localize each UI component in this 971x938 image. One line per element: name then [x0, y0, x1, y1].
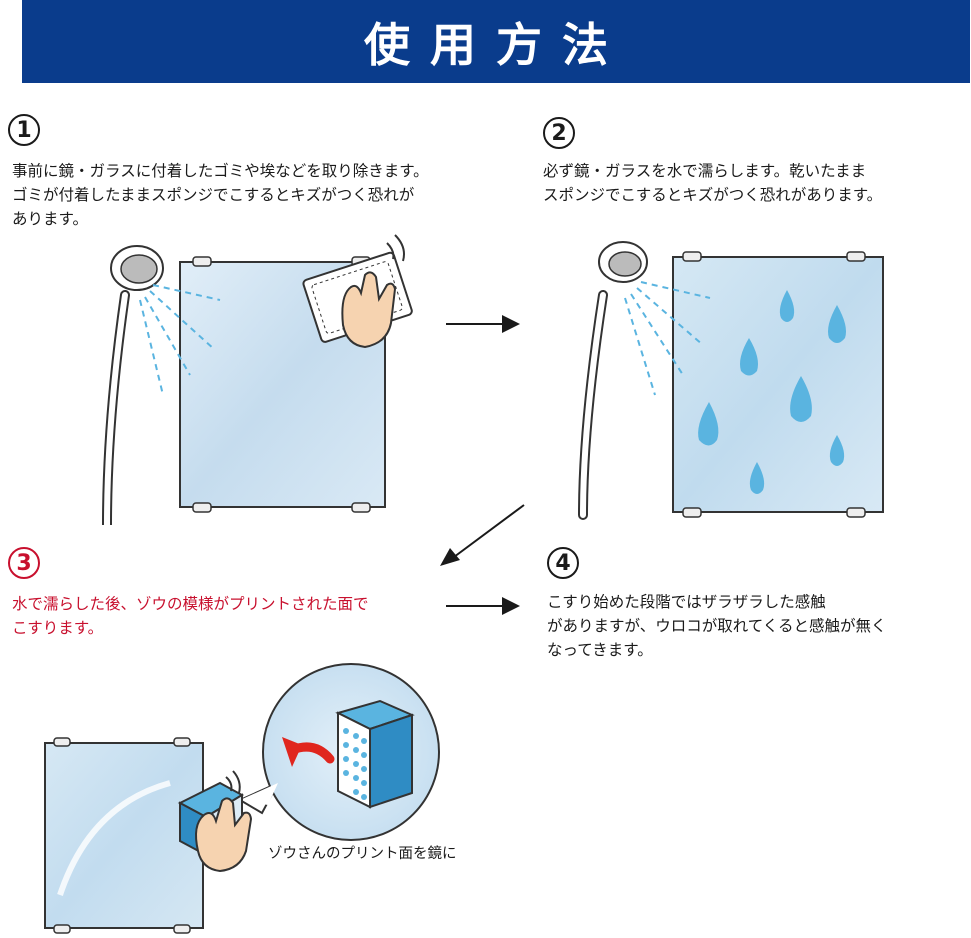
step-1-illustration: [102, 234, 413, 525]
sponge-hand-icon: [177, 770, 253, 873]
shower-head-icon: [102, 245, 164, 525]
step-2-illustration: [578, 241, 884, 520]
step-4-text: こすり始めた段階ではザラザラした感触 がありますが、ウロコが取れてくると感触が無…: [547, 593, 887, 659]
step-3-text: 水で濡らした後、ゾウの模様がプリントされた面で こすります。: [12, 595, 369, 637]
arrow-right-icon: [446, 597, 520, 615]
water-spray: [624, 281, 711, 396]
water-spray: [139, 284, 221, 396]
mirror-shape: [44, 742, 204, 929]
cloth-hand-icon: [302, 234, 413, 349]
step-3-illustration: [44, 663, 440, 934]
arrow-diagonal-icon: [440, 504, 525, 566]
water-drop-icon: [698, 290, 846, 494]
step-1-text: 事前に鏡・ガラスに付着したゴミや埃などを取り除きます。 ゴミが付着したままスポン…: [12, 162, 429, 228]
page-title: 使用方法: [364, 17, 628, 72]
arrow-right-icon: [446, 315, 520, 333]
zoom-caption: ゾウさんのプリント面を鏡に: [268, 846, 457, 862]
shower-head-icon: [578, 241, 648, 520]
step-1-number: 1: [8, 114, 40, 146]
header-banner: 使用方法: [22, 0, 970, 83]
step-2-text: 必ず鏡・ガラスを水で濡らします。乾いたまま スポンジでこするとキズがつく恐れがあ…: [543, 162, 883, 204]
mirror-shape: [672, 256, 884, 513]
step-2-number: 2: [543, 117, 575, 149]
step-3-number: 3: [8, 547, 40, 579]
sponge-print-icon: [335, 699, 415, 809]
step-4-number: 4: [547, 547, 579, 579]
